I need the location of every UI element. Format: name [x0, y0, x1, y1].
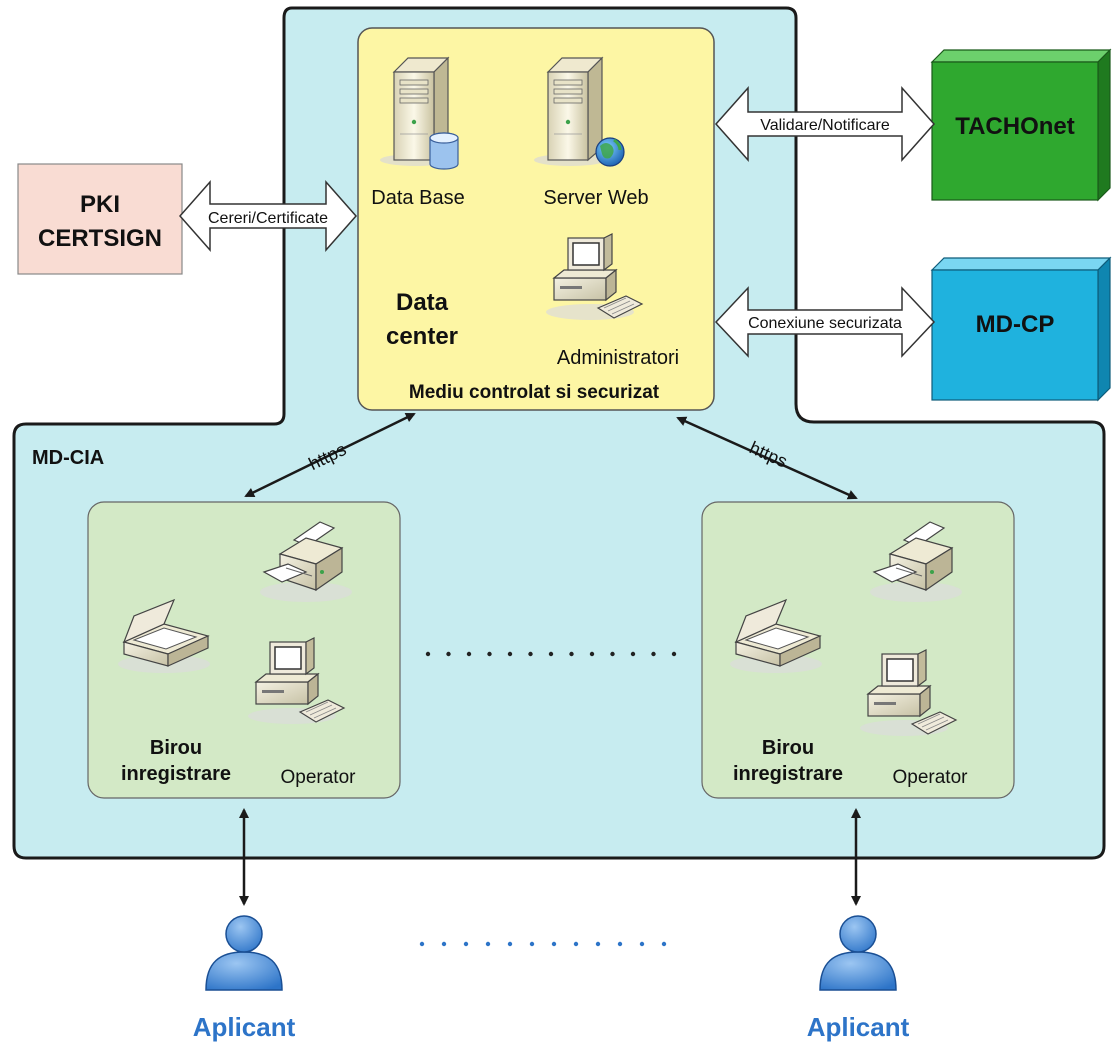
office-right-label-line1: Birou — [762, 737, 814, 759]
pki-box — [17, 163, 183, 275]
ellipsis-dot — [419, 941, 425, 947]
office-ellipsis — [425, 651, 677, 657]
ellipsis-dot — [610, 651, 615, 657]
ellipsis-dot — [548, 651, 554, 657]
database-label: Data Base — [371, 187, 464, 209]
ellipsis-dot — [589, 651, 595, 657]
ellipsis-dot — [446, 651, 451, 657]
https-left-connector — [244, 412, 416, 498]
ellipsis-dot — [507, 941, 513, 947]
mdcp-link-label: Conexiune securizata — [748, 315, 902, 332]
tachonet-label: TACHOnet — [955, 113, 1075, 140]
applicant-right-label: Aplicant — [807, 1012, 910, 1042]
ellipsis-dot — [661, 941, 667, 947]
webserver-label: Server Web — [543, 187, 648, 209]
database-cylinder-icon — [429, 132, 459, 170]
pki-line2: CERTSIGN — [38, 225, 162, 252]
ellipsis-dot — [487, 651, 492, 657]
ellipsis-dot — [671, 651, 677, 657]
ellipsis-dot — [528, 651, 533, 657]
ellipsis-dot — [463, 941, 469, 947]
ellipsis-dot — [466, 651, 472, 657]
ellipsis-dot — [617, 941, 623, 947]
globe-icon — [595, 137, 625, 167]
https-right-connector — [676, 416, 858, 500]
mdcp-box — [930, 256, 1112, 402]
office-left-label-line2: inregistrare — [121, 763, 231, 785]
datacenter-title-line1: Data — [396, 289, 449, 316]
office-left-label-line1: Birou — [150, 737, 202, 759]
tachonet-link-label: Validare/Notificare — [760, 117, 890, 134]
operator-left-label: Operator — [281, 767, 357, 788]
applicant-left-label: Aplicant — [193, 1012, 296, 1042]
ellipsis-dot — [485, 941, 491, 947]
mdcp-link-arrow — [714, 286, 936, 358]
ellipsis-dot — [639, 941, 645, 947]
pki-link-label: Cereri/Certificate — [208, 210, 328, 227]
ellipsis-dot — [551, 941, 557, 947]
mdcp-label: MD-CP — [976, 311, 1055, 338]
ellipsis-dot — [529, 941, 535, 947]
ellipsis-dot — [441, 941, 447, 947]
datacenter-footer: Mediu controlat si securizat — [409, 382, 660, 403]
tachonet-box — [930, 48, 1112, 202]
ellipsis-dot — [425, 651, 431, 657]
ellipsis-dot — [507, 651, 513, 657]
applicant-ellipsis — [419, 941, 667, 947]
ellipsis-dot — [651, 651, 656, 657]
mdcia-label: MD-CIA — [32, 447, 104, 469]
person-icon — [205, 915, 283, 991]
person-icon — [819, 915, 897, 991]
ellipsis-dot — [595, 941, 601, 947]
office-right-label-line2: inregistrare — [733, 763, 843, 785]
tachonet-link-arrow — [714, 86, 936, 162]
pki-link-arrow — [178, 180, 358, 252]
ellipsis-dot — [573, 941, 579, 947]
admins-label: Administratori — [557, 347, 679, 369]
ellipsis-dot — [630, 651, 636, 657]
pki-line1: PKI — [80, 191, 120, 218]
operator-right-label: Operator — [893, 767, 969, 788]
ellipsis-dot — [569, 651, 574, 657]
datacenter-title-line2: center — [386, 323, 458, 350]
